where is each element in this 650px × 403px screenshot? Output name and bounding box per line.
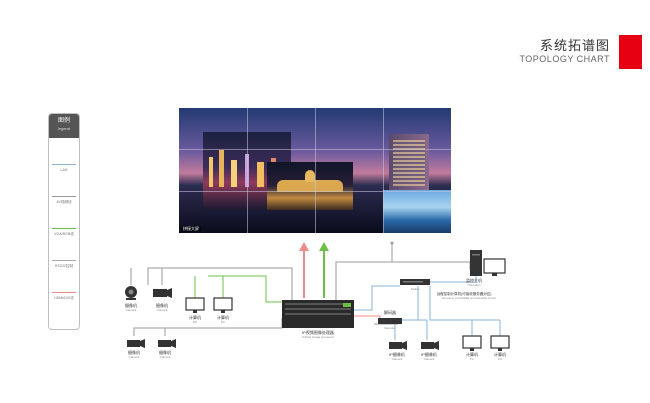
legend-line-av bbox=[52, 196, 76, 197]
video-wall: 拼接大屏 bbox=[179, 108, 451, 233]
remote-note-sub: Remote pc (controllable and accessible s… bbox=[441, 297, 497, 300]
pc-left-2-sub: PC bbox=[220, 320, 226, 324]
camera-bottom-2-label: 摄像机 bbox=[159, 350, 171, 355]
camera-top-1-sub: Camera bbox=[125, 308, 137, 312]
pc-left-1-sub: PC bbox=[192, 320, 198, 324]
decoder-device-icon bbox=[378, 318, 402, 324]
video-wall-label: 拼接大屏 bbox=[181, 226, 201, 232]
camera-bottom-icon bbox=[127, 339, 176, 348]
ip-camera-1-label: IP摄像机 bbox=[389, 352, 405, 357]
camera-box-icon bbox=[153, 288, 172, 298]
server-label: 监控主机 bbox=[466, 278, 482, 283]
legend-item-lan: LAN bbox=[60, 168, 68, 172]
ip-camera-2-sub: Camera bbox=[423, 357, 435, 361]
camera-top-1-label: 摄像机 bbox=[125, 303, 137, 308]
pc-monitor-icon bbox=[185, 297, 233, 313]
camera-top-2-sub: Camera bbox=[156, 308, 168, 312]
page-subtitle: TOPOLOGY CHART bbox=[519, 54, 610, 64]
hdmi-arrows bbox=[299, 242, 329, 298]
camera-top-2-label: 摄像机 bbox=[156, 303, 168, 308]
pc-right-2-label: 计算机 bbox=[494, 352, 506, 357]
pc-monitor-right-icon bbox=[462, 335, 510, 351]
pc-left-1-label: 计算机 bbox=[189, 315, 201, 320]
legend-line-rs232 bbox=[52, 260, 76, 261]
server-sub: Operation bbox=[467, 283, 481, 287]
legend-line-lan bbox=[52, 164, 76, 165]
legend-item-hdmi: HDMI/DVI线 bbox=[54, 296, 74, 300]
ip-camera-1-sub: Camera bbox=[391, 357, 403, 361]
ip-camera-2-label: IP摄像机 bbox=[421, 352, 437, 357]
pc-left-2-label: 计算机 bbox=[217, 315, 229, 320]
remote-note-text: 远程控制计算机(可接收服务器对应) bbox=[436, 292, 492, 296]
processor-device-icon bbox=[282, 300, 354, 328]
server-tower-icon bbox=[470, 250, 506, 276]
ip-camera-icon bbox=[389, 341, 439, 350]
legend-line-hdmi bbox=[52, 292, 76, 293]
pc-right-2-sub: PC bbox=[497, 357, 503, 361]
legend-panel: 图例 legend LAN AV视频线 VGA/RGB线 RS232控制 HDM… bbox=[48, 113, 80, 330]
legend-line-vga bbox=[52, 228, 76, 229]
processor-sub: Unified image processor bbox=[301, 335, 335, 339]
legend-title: 图例 bbox=[57, 118, 70, 124]
camera-dome-icon bbox=[125, 286, 137, 300]
legend-item-av: AV视频线 bbox=[56, 200, 72, 204]
camera-bottom-1-sub: Camera bbox=[128, 355, 140, 359]
wall-window-parliament bbox=[267, 162, 353, 210]
camera-bottom-1-label: 摄像机 bbox=[128, 350, 140, 355]
pc-right-1-label: 计算机 bbox=[466, 352, 478, 357]
legend-item-rs232: RS232控制 bbox=[54, 264, 74, 268]
page-title: 系统拓谱图 bbox=[539, 38, 610, 53]
wall-window-tower bbox=[389, 134, 429, 190]
legend-subtitle: legend bbox=[57, 126, 70, 131]
switch-device-icon bbox=[400, 279, 430, 285]
decoder-sub: Decoder bbox=[384, 326, 396, 330]
legend-header: 图例 legend bbox=[49, 114, 79, 138]
legend-item-vga: VGA/RGB线 bbox=[54, 232, 74, 236]
brand-accent-block bbox=[619, 35, 642, 69]
processor-label: IP视频图像处理器 bbox=[302, 330, 334, 335]
pc-right-1-sub: PC bbox=[469, 357, 475, 361]
switch-label: Switch bbox=[410, 287, 420, 291]
decoder-label: 解码器 bbox=[384, 310, 396, 315]
wall-window-pool bbox=[383, 190, 451, 233]
camera-bottom-2-sub: Camera bbox=[159, 355, 171, 359]
